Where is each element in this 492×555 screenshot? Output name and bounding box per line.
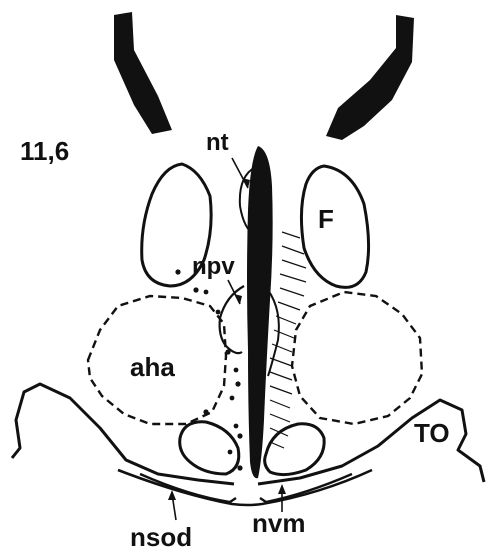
section-number-label: 11,6 bbox=[20, 136, 69, 166]
npv-arrowhead bbox=[234, 294, 242, 304]
nsod-arrowhead bbox=[168, 490, 176, 500]
left-nvm-outline bbox=[180, 422, 239, 474]
nsod-label: nsod bbox=[130, 522, 192, 552]
nt-label: nt bbox=[206, 129, 229, 156]
right-fornix-outline bbox=[301, 166, 368, 287]
nvm-label: nvm bbox=[252, 508, 305, 538]
f-label: F bbox=[318, 204, 334, 234]
right-aha-outline bbox=[292, 292, 422, 424]
npv-label: npv bbox=[192, 253, 235, 280]
aha-label: aha bbox=[130, 352, 175, 382]
right-nvm-outline bbox=[265, 424, 325, 475]
nvm-arrowhead bbox=[278, 484, 286, 494]
third-ventricle bbox=[247, 146, 273, 478]
right-ventricle-wall bbox=[326, 15, 414, 140]
to-label: TO bbox=[414, 418, 450, 448]
left-ventricle-wall bbox=[114, 12, 172, 134]
hatched-region bbox=[270, 232, 306, 448]
chiasm-outline bbox=[118, 470, 372, 505]
